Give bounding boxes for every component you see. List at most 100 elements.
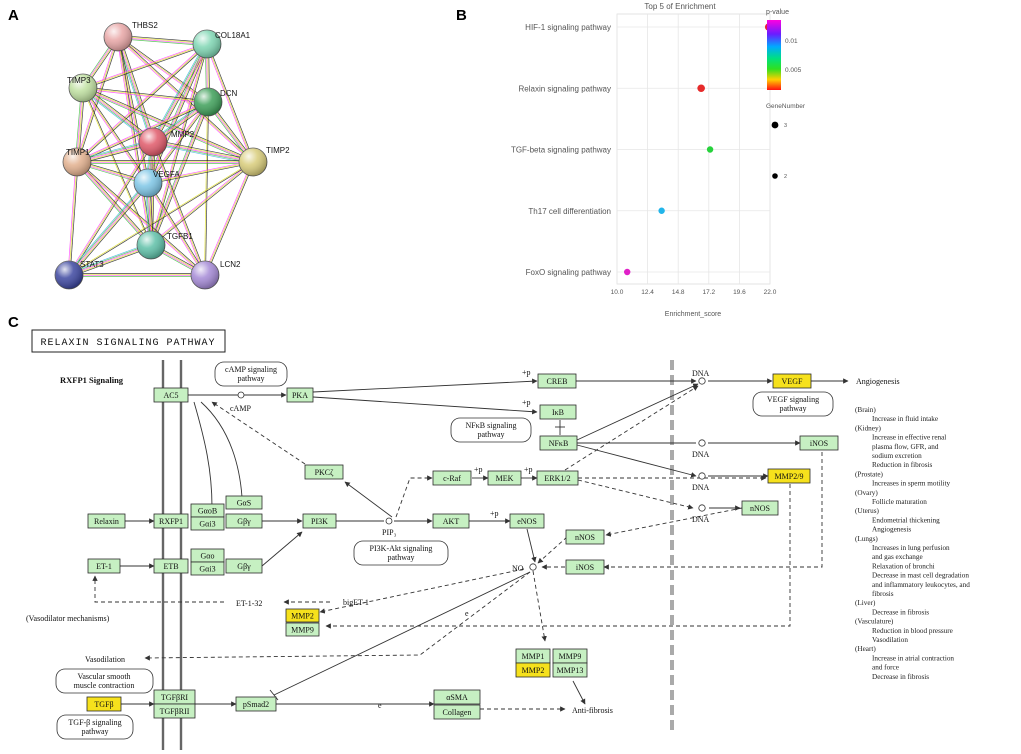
- network-edge: [69, 245, 152, 277]
- network-node: TIMP2: [238, 146, 290, 177]
- panel-b-letter: B: [456, 7, 467, 24]
- no-node: [529, 563, 537, 571]
- network-edge: [76, 100, 208, 162]
- gene-box-rect: [536, 470, 579, 486]
- network-edge: [205, 44, 253, 163]
- node-label: VEGFA: [153, 170, 180, 179]
- network-edge: [147, 182, 206, 276]
- gene-box-rect: [153, 387, 189, 403]
- node-shine: [137, 231, 165, 259]
- gene-box-label: RXFP1: [159, 517, 183, 526]
- gene-box-rect: [565, 529, 605, 545]
- gene-box-rect: [153, 558, 189, 574]
- effect-line: Increase in fluid intake: [872, 415, 938, 423]
- nfkb-pathway-box: [450, 417, 532, 443]
- tgfb-pathway-line1: TGF-β signaling: [68, 718, 121, 727]
- gene-box-label: ETB: [163, 562, 178, 571]
- network-edge: [83, 87, 254, 162]
- network-edge: [148, 182, 207, 275]
- angiogenesis-label: Angiogenesis: [856, 377, 900, 386]
- gene-box-label: PI3K: [311, 517, 328, 526]
- network-edge: [67, 181, 147, 274]
- gene-box-ac5: AC5: [153, 387, 189, 403]
- network-edge: [205, 162, 255, 276]
- plot-area: [616, 13, 771, 285]
- pvalue-colorbar: [767, 20, 781, 90]
- gene-box-label: c-Raf: [443, 474, 461, 483]
- gene-box-label: TGFβRI: [161, 693, 189, 702]
- gene-box-label: GαS: [237, 499, 251, 508]
- network-edge: [82, 89, 253, 164]
- node-label: TIMP2: [266, 146, 290, 155]
- dna-label-2: DNA: [692, 450, 710, 459]
- network-edge: [118, 36, 208, 44]
- gene-box-vegf: VEGF: [772, 373, 812, 389]
- camp-node: [237, 391, 245, 399]
- inos-inos: [603, 452, 823, 570]
- effect-line: and gas exchange: [872, 553, 923, 561]
- network-edge: [82, 88, 208, 104]
- node-shine: [139, 128, 167, 156]
- network-edge: [153, 140, 254, 162]
- effect-organ: (Ovary): [855, 489, 878, 497]
- gene-box-mmp2b: MMP2: [515, 662, 551, 678]
- et132-et1: [92, 575, 224, 603]
- network-edge: [153, 139, 254, 161]
- chart-point: [706, 146, 714, 153]
- e-label-2: e: [378, 701, 382, 710]
- plus-p-enos: +p: [490, 509, 499, 518]
- pip3-label: PIP₃: [382, 528, 397, 537]
- gene-box-tgfbri: TGFβRI: [153, 689, 196, 705]
- gene-box-label: iNOS: [810, 439, 828, 448]
- node-shine: [55, 261, 83, 289]
- effect-organ: (Kidney): [855, 424, 882, 432]
- x-tick-label: 22.0: [764, 289, 777, 296]
- gene-box-akt: AKT: [432, 513, 470, 529]
- node-label: STAT3: [80, 260, 104, 269]
- x-tick-label: 12.4: [641, 289, 654, 296]
- vegf-pathway-box: [752, 391, 834, 417]
- dna-node-3: [698, 472, 706, 480]
- gene-box-rect: [767, 468, 811, 484]
- network-edge: [76, 161, 206, 276]
- network-node: LCN2: [190, 260, 241, 290]
- pathway-small-labels: +p +p +p +p +p cAMP PIP₃ DNA DNA DNA DNA…: [26, 368, 900, 715]
- effect-line: Relaxation of bronchi: [872, 562, 935, 570]
- nfkb-dna1: [576, 383, 699, 441]
- erk-dna1: [564, 385, 699, 471]
- effect-organ: (Brain): [855, 406, 876, 414]
- genenumber-tick-2: 2: [784, 174, 787, 180]
- gene-box-psmad2: pSmad2: [235, 696, 277, 712]
- pathway-title: RELAXIN SIGNALING PATHWAY: [40, 338, 215, 349]
- network-node: TIMP1: [62, 147, 92, 177]
- gene-box-rect: [487, 470, 522, 486]
- gene-box-pka: PKA: [286, 387, 314, 403]
- panel-a-letter: A: [8, 7, 19, 24]
- pka-ikb: [312, 396, 538, 415]
- network-edge: [82, 42, 207, 88]
- network-edge: [146, 101, 208, 183]
- pvalue-tick-2: 0.005: [785, 67, 802, 74]
- gene-box-craf: c-Raf: [432, 470, 472, 486]
- panel-c-letter: C: [8, 314, 19, 331]
- rxfp1-signaling-heading: RXFP1 Signaling: [60, 375, 124, 385]
- network-edge: [152, 142, 253, 164]
- gene-box-rect: [302, 513, 337, 529]
- node-label: TIMP3: [67, 76, 91, 85]
- effect-line: Follicle maturation: [872, 498, 927, 506]
- gene-box-mmp1: MMP1: [515, 648, 551, 664]
- gene-box-label: ERK1/2: [544, 474, 570, 483]
- gene-box-label: MMP13: [557, 666, 584, 675]
- node-shine: [193, 30, 221, 58]
- gene-box-rect: [433, 689, 481, 705]
- network-edge: [146, 183, 205, 276]
- dna-node-2: [698, 439, 706, 447]
- gene-box-label: αSMA: [446, 693, 468, 702]
- x-tick-label: 19.6: [733, 289, 746, 296]
- network-node: COL18A1: [192, 29, 251, 59]
- effect-line: Increase in effective renal: [872, 434, 946, 442]
- node-label: THBS2: [132, 21, 158, 30]
